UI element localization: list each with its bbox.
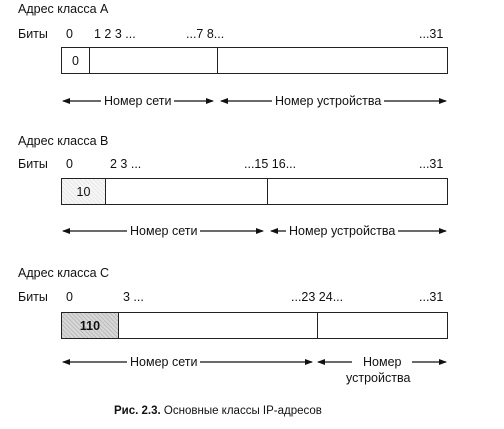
class-c-tick-0: 0 [66, 290, 73, 304]
class-b-prefix-divider [105, 179, 106, 204]
class-a-title: Адрес класса А [18, 2, 109, 16]
class-b-title: Адрес класса В [18, 134, 109, 148]
figure-caption-label: Рис. 2.3. [114, 405, 161, 417]
class-c-prefix-divider [118, 313, 119, 338]
class-b-tick-1: 2 3 ... [110, 157, 142, 171]
class-b-tick-0: 0 [66, 157, 73, 171]
class-a-tick-0: 0 [66, 27, 73, 41]
class-b-net-label: Номер сети [127, 224, 201, 238]
class-b-address-box: 10 [61, 178, 448, 205]
class-a-address-box: 0 [61, 47, 448, 74]
class-c-address-box: 110 [61, 312, 448, 339]
class-a-tick-1: 1 2 3 ... [94, 27, 136, 41]
class-c-tick-1: 3 ... [123, 290, 144, 304]
class-c-bits-label: Биты [18, 290, 48, 304]
class-c-host-label-line1: Номер [360, 355, 405, 369]
class-c-tick-2: ...23 24... [291, 290, 344, 304]
class-a-net-label: Номер сети [101, 94, 175, 108]
class-a-field-divider [217, 48, 218, 73]
class-a-tick-3: ...31 [419, 27, 444, 41]
class-c-tick-3: ...31 [419, 290, 444, 304]
figure-caption-text: Основные классы IP-адресов [163, 405, 322, 417]
class-c-net-label: Номер сети [127, 355, 201, 369]
class-c-field-divider [317, 313, 318, 338]
class-a-host-label: Номер устройства [272, 94, 385, 108]
class-a-prefix-divider [89, 48, 90, 73]
class-c-host-label-line2: устройства [343, 371, 414, 385]
class-b-bits-label: Биты [18, 157, 48, 171]
class-a-prefix: 0 [72, 53, 79, 68]
class-b-tick-2: ...15 16... [244, 157, 297, 171]
class-b-host-label: Номер устройства [286, 224, 399, 238]
class-b-field-divider [267, 179, 268, 204]
class-a-bits-label: Биты [18, 27, 48, 41]
class-b-tick-3: ...31 [419, 157, 444, 171]
figure-caption: Рис. 2.3. Основные классы IP-адресов [114, 405, 322, 417]
class-b-prefix: 10 [62, 179, 105, 204]
class-a-tick-2: ...7 8... [186, 27, 225, 41]
class-c-title: Адрес класса С [18, 266, 110, 280]
class-c-prefix: 110 [62, 313, 118, 338]
